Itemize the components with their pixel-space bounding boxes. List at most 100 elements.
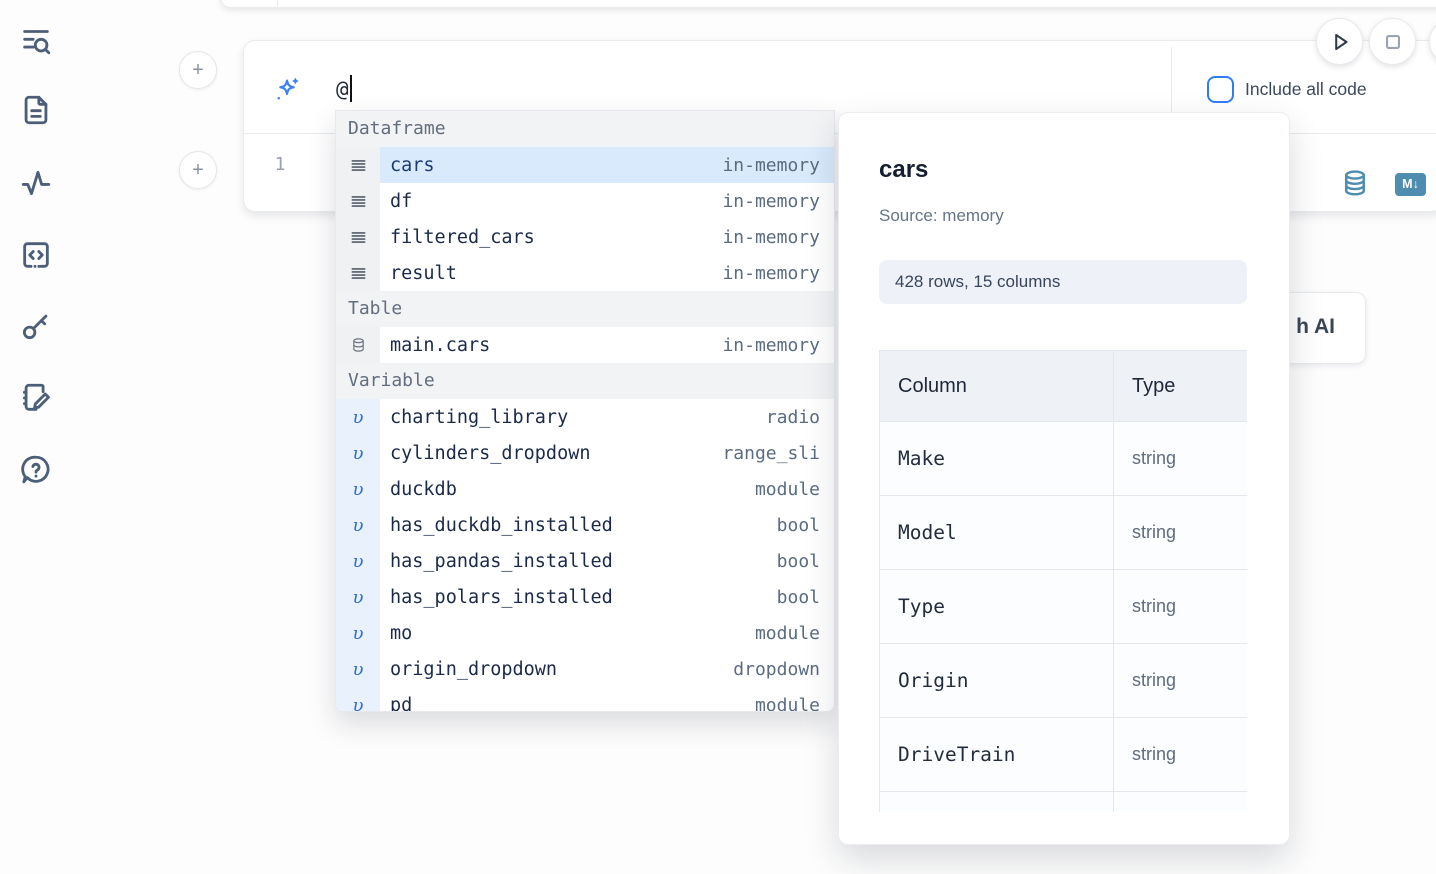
item-icon-gutter [336,327,380,363]
include-all-code-label: Include all code [1245,79,1367,99]
column-type: string [1132,522,1177,542]
database-icon[interactable] [1341,169,1369,200]
prompt-input[interactable]: @ [336,77,349,101]
item-icon-gutter: υ [336,651,380,687]
item-icon-gutter: υ [336,579,380,615]
table-database-icon [352,338,364,352]
column-type: string [1132,670,1177,690]
key-icon[interactable] [19,309,53,343]
scratchpad-icon[interactable] [19,381,53,415]
variable-icon: υ [352,658,364,680]
variable-icon: υ [352,514,364,536]
shape-badge: 428 rows, 15 columns [879,260,1247,304]
item-icon-gutter: υ [336,687,380,711]
ai-sparkle-icon [272,75,302,105]
column-name: Origin [898,669,969,692]
column-name: Make [898,447,945,470]
add-cell-below-button[interactable]: + [179,151,217,189]
item-icon-gutter: υ [336,399,380,435]
item-type: module [754,622,820,644]
dataframe-icon [351,159,365,171]
item-type: in-memory [722,262,820,284]
variable-icon: υ [352,406,364,428]
item-icon-gutter: υ [336,471,380,507]
autocomplete-item-has_polars_installed[interactable]: υ has_polars_installed bool [336,579,834,615]
run-button[interactable] [1316,18,1363,65]
item-name: result [390,262,457,284]
code-snippet-icon[interactable] [19,238,53,272]
item-type: module [754,478,820,500]
schema-row-Make: Make string [879,421,1247,496]
item-name: filtered_cars [390,226,535,248]
add-cell-above-button[interactable]: + [179,51,217,89]
item-icon-gutter [336,219,380,255]
column-name: Type [898,595,945,618]
item-type: bool [776,514,820,536]
gutter-divider [277,0,278,7]
autocomplete-item-result[interactable]: result in-memory [336,255,834,291]
item-type: module [754,694,820,712]
dataframe-icon [351,195,365,207]
list-search-icon[interactable] [19,23,53,57]
dataframe-icon [351,231,365,243]
autocomplete-item-cars[interactable]: cars in-memory [336,147,834,183]
item-name: origin_dropdown [390,658,558,680]
item-type: in-memory [722,190,820,212]
help-icon[interactable] [19,453,53,487]
autocomplete-section-header: Variable [336,363,834,399]
previous-cell [220,0,1436,8]
stop-button[interactable] [1369,18,1416,65]
include-all-code-checkbox[interactable] [1207,76,1234,103]
preview-source: Source: memory [879,206,1004,225]
preview-title: cars [879,156,929,183]
item-icon-gutter: υ [336,615,380,651]
autocomplete-item-mo[interactable]: υ mo module [336,615,834,651]
document-icon[interactable] [19,93,53,127]
column-type: string [1132,448,1177,468]
item-name: has_duckdb_installed [390,514,613,536]
autocomplete-section-header: Dataframe [336,111,834,147]
activity-icon[interactable] [19,166,53,200]
schema-row-clipped [879,791,1247,812]
item-name: mo [390,622,413,644]
schema-header-column: Column [879,350,1114,422]
item-icon-gutter [336,183,380,219]
variable-icon: υ [352,586,364,608]
column-name: Model [898,521,957,544]
column-name: DriveTrain [898,743,1016,766]
line-number: 1 [274,154,286,175]
autocomplete-section-header: Table [336,291,834,327]
variable-icon: υ [352,622,364,644]
item-name: cars [390,154,435,176]
variable-icon: υ [352,478,364,500]
item-type: bool [776,586,820,608]
item-name: has_polars_installed [390,586,613,608]
dataframe-icon [351,267,365,279]
item-type: in-memory [722,154,820,176]
item-name: cylinders_dropdown [390,442,591,464]
item-icon-gutter: υ [336,543,380,579]
autocomplete-item-has_duckdb_installed[interactable]: υ has_duckdb_installed bool [336,507,834,543]
markdown-export-icon[interactable]: M↓ [1395,173,1426,196]
item-icon-gutter: υ [336,435,380,471]
item-name: main.cars [390,334,491,356]
schema-row-Origin: Origin string [879,643,1247,718]
variable-icon: υ [352,442,364,464]
text-cursor [350,75,352,102]
item-icon-gutter [336,147,380,183]
schema-row-Model: Model string [879,495,1247,570]
generate-with-ai-label: h AI [1296,315,1335,338]
column-type: string [1132,596,1177,616]
variable-icon: υ [352,550,364,572]
